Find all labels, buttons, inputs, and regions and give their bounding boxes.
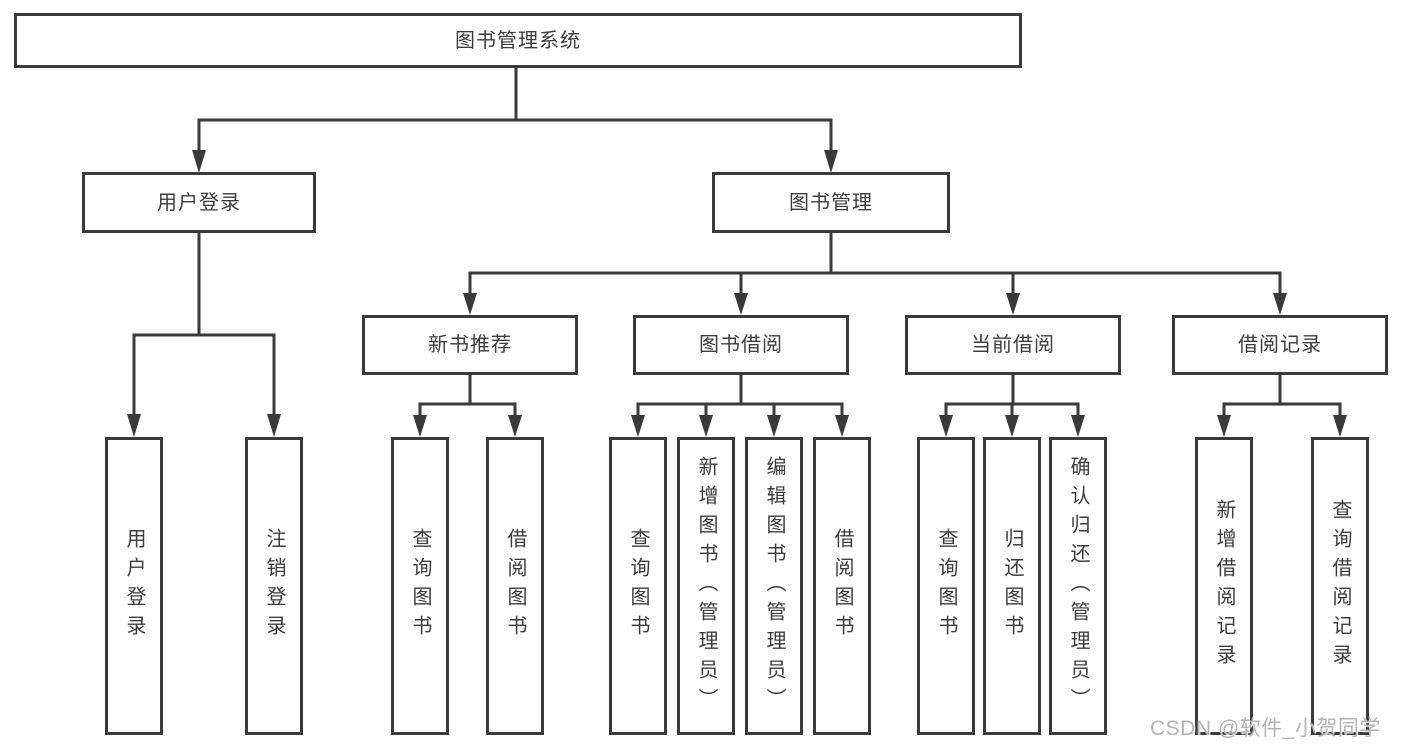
node-bb-edit-books-admin: 编辑图书（管理员）: [745, 437, 803, 735]
arrowheads: [127, 150, 1347, 437]
node-logout-label: 注销登录: [263, 528, 285, 644]
node-borrow-records-label: 借阅记录: [1238, 334, 1322, 356]
node-book-management-branch: 图书管理: [712, 172, 950, 233]
node-root-label: 图书管理系统: [455, 29, 581, 52]
node-bb-borrow-books-label: 借阅图书: [831, 528, 853, 644]
node-cb-confirm-return-admin: 确认归还（管理员）: [1049, 437, 1107, 735]
node-user-login: 用户登录: [105, 437, 163, 735]
node-book-borrow: 图书借阅: [633, 315, 849, 375]
node-cb-confirm-return-admin-label: 确认归还（管理员）: [1067, 455, 1089, 717]
node-root: 图书管理系统: [14, 13, 1022, 68]
node-logout: 注销登录: [245, 437, 303, 735]
node-new-book-recommend: 新书推荐: [362, 315, 578, 375]
node-nbr-query-books: 查询图书: [391, 437, 449, 735]
watermark: CSDN @软件_小贺同学: [1150, 717, 1381, 740]
node-bb-query-books: 查询图书: [609, 437, 667, 735]
node-br-add-record: 新增借阅记录: [1195, 437, 1253, 735]
node-br-add-record-label: 新增借阅记录: [1213, 499, 1235, 673]
node-nbr-query-books-label: 查询图书: [409, 528, 431, 644]
node-br-query-record: 查询借阅记录: [1311, 437, 1369, 735]
node-new-book-recommend-label: 新书推荐: [428, 334, 512, 356]
node-bb-edit-books-admin-label: 编辑图书（管理员）: [763, 455, 785, 717]
node-borrow-records: 借阅记录: [1172, 315, 1388, 375]
node-book-management-branch-label: 图书管理: [789, 191, 873, 214]
node-cb-return-books-label: 归还图书: [1001, 528, 1023, 644]
node-bb-add-books-admin: 新增图书（管理员）: [677, 437, 735, 735]
node-bb-borrow-books: 借阅图书: [813, 437, 871, 735]
node-user-login-label: 用户登录: [123, 528, 145, 644]
node-nbr-borrow-books: 借阅图书: [486, 437, 544, 735]
node-bb-query-books-label: 查询图书: [627, 528, 649, 644]
node-user-login-branch: 用户登录: [82, 172, 316, 233]
node-bb-add-books-admin-label: 新增图书（管理员）: [695, 455, 717, 717]
node-current-borrow-label: 当前借阅: [971, 334, 1055, 356]
node-current-borrow: 当前借阅: [905, 315, 1121, 375]
node-cb-query-books-label: 查询图书: [935, 528, 957, 644]
node-book-borrow-label: 图书借阅: [699, 334, 783, 356]
node-cb-query-books: 查询图书: [917, 437, 975, 735]
node-user-login-branch-label: 用户登录: [157, 191, 241, 214]
node-cb-return-books: 归还图书: [983, 437, 1041, 735]
node-br-query-record-label: 查询借阅记录: [1329, 499, 1351, 673]
node-nbr-borrow-books-label: 借阅图书: [504, 528, 526, 644]
